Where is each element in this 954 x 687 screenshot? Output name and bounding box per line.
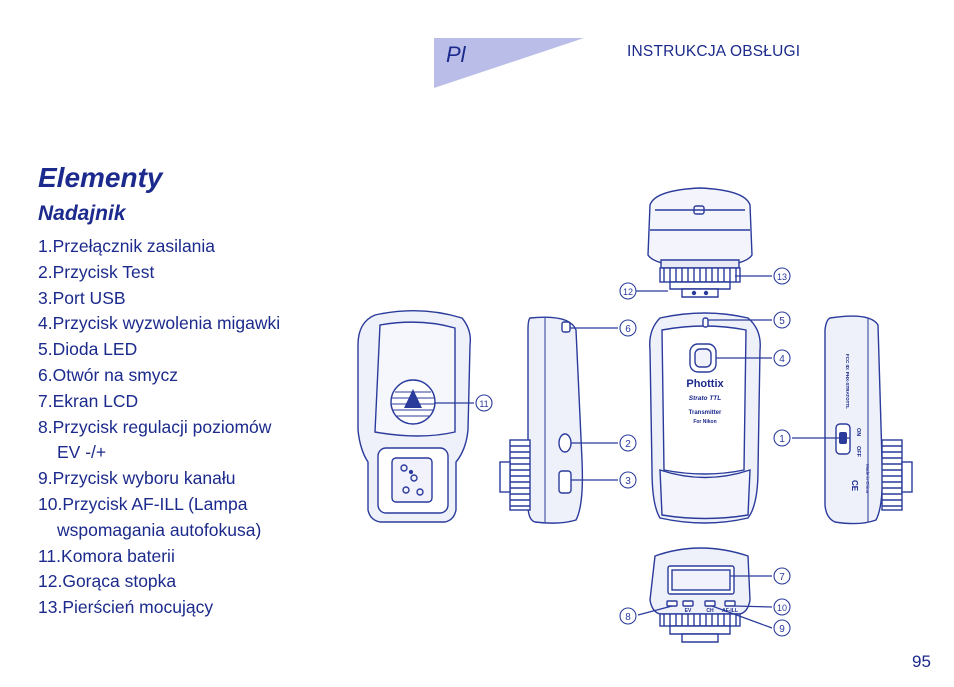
svg-text:6: 6 [625, 324, 631, 335]
svg-text:10: 10 [777, 603, 787, 613]
switch-off-label: OFF [855, 446, 861, 458]
list-item: 3.Port USB [38, 287, 126, 308]
callout-1: 1 [773, 429, 791, 447]
made-in-label: Made in China [865, 464, 870, 494]
switch-on-label: ON [855, 428, 861, 436]
ch-button-label: CH [706, 608, 714, 614]
language-code: Pl [446, 42, 466, 67]
callout-6: 6 [619, 319, 637, 337]
callout-3: 3 [619, 471, 637, 489]
svg-text:12: 12 [623, 287, 633, 297]
section-title: Elementy [38, 162, 163, 193]
callout-markers: 1 2 3 4 5 6 7 8 9 10 11 12 13 [475, 267, 791, 637]
list-item: 13.Pierścień mocujący [38, 597, 214, 618]
parts-list: 1.Przełącznik zasilania 2.Przycisk Test … [38, 234, 280, 621]
callout-13: 13 [773, 267, 791, 285]
front-view [649, 312, 761, 524]
mount-label: For Nikon [693, 419, 716, 425]
svg-text:5: 5 [779, 316, 785, 327]
list-item: 1.Przełącznik zasilania [38, 236, 216, 256]
svg-text:8: 8 [625, 612, 631, 623]
list-item: 11.Komora baterii [38, 545, 175, 566]
svg-text:13: 13 [777, 272, 787, 282]
side-view-right [824, 315, 913, 525]
callout-4: 4 [773, 349, 791, 367]
svg-text:2: 2 [625, 439, 631, 450]
side-view-left [499, 316, 584, 524]
callout-8: 8 [619, 607, 637, 625]
svg-text:4: 4 [779, 354, 785, 365]
model-label: Strato TTL [689, 395, 722, 402]
callout-9: 9 [773, 619, 791, 637]
device-labels: Phottix Strato TTL Transmitter For Nikon… [685, 354, 870, 614]
svg-text:1: 1 [779, 434, 785, 445]
list-item: 7.Ekran LCD [38, 390, 139, 411]
manual-title: INSTRUKCJA OBSŁUGI [627, 43, 801, 60]
af-ill-button-label: AF-ILL [722, 608, 738, 614]
callout-12: 12 [619, 282, 637, 300]
language-tab-shape [434, 38, 584, 88]
svg-text:11: 11 [479, 399, 488, 409]
svg-text:3: 3 [625, 476, 631, 487]
ce-mark: CE [850, 480, 859, 492]
fcc-label: FCC ID: PHX-STRATOTTL [845, 354, 850, 409]
list-item: 12.Gorąca stopka [38, 571, 177, 592]
callout-5: 5 [773, 311, 791, 329]
list-item-continuation: wspomagania autofokusa) [57, 519, 262, 540]
list-item: 9.Przycisk wyboru kanału [38, 468, 236, 489]
page-number: 95 [912, 652, 931, 671]
bottom-view [649, 547, 751, 643]
section-subtitle: Nadajnik [38, 202, 126, 225]
brand-label: Phottix [686, 378, 724, 390]
list-item: 5.Dioda LED [38, 339, 138, 360]
top-view [647, 187, 753, 298]
list-item: 6.Otwór na smycz [38, 364, 179, 385]
callout-10: 10 [773, 598, 791, 616]
ev-button-label: EV [685, 608, 692, 614]
svg-text:9: 9 [779, 624, 785, 635]
callout-11: 11 [475, 394, 493, 412]
back-view [357, 309, 472, 523]
callout-leaders [434, 275, 850, 629]
list-item: 2.Przycisk Test [38, 261, 155, 282]
language-tab: Pl [434, 38, 584, 88]
callout-7: 7 [773, 567, 791, 585]
list-item-continuation: EV -/+ [57, 442, 107, 463]
type-label: Transmitter [689, 410, 722, 416]
list-item: 4.Przycisk wyzwolenia migawki [38, 313, 281, 334]
svg-text:7: 7 [779, 572, 785, 583]
callout-2: 2 [619, 434, 637, 452]
